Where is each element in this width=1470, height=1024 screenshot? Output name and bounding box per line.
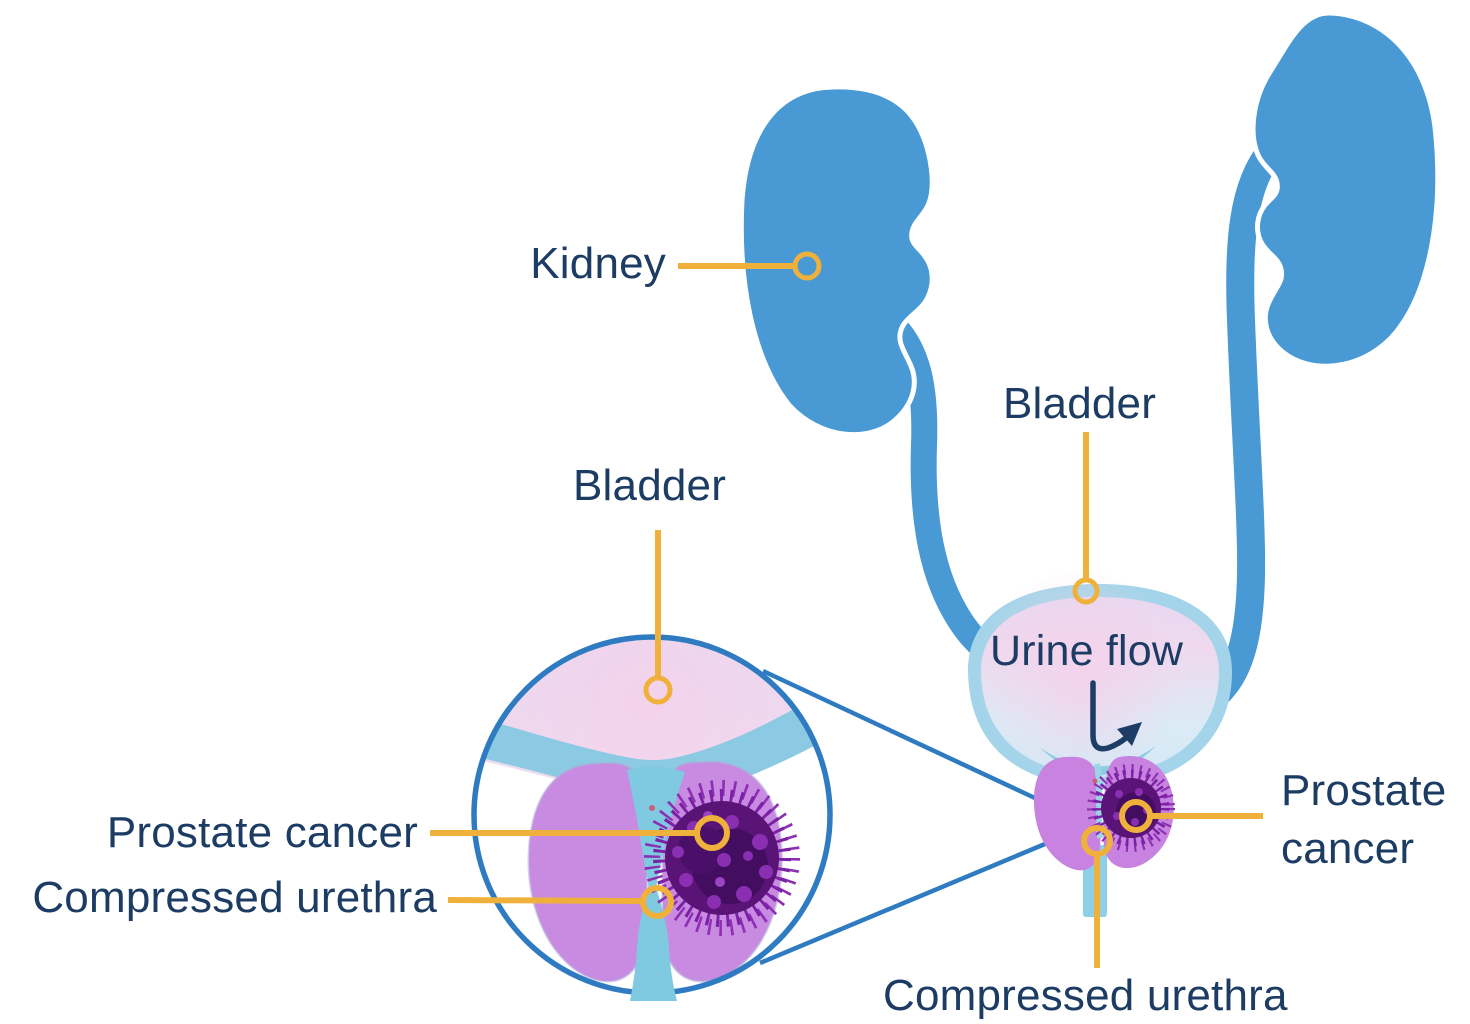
magnifier-tangent-line-top [762, 668, 1038, 802]
prostate-cancer-main-label-line1: Prostate [1281, 766, 1447, 815]
prostate-cancer-main-marker [1119, 799, 1153, 833]
prostate-cancer-main-label-line2: cancer [1281, 824, 1415, 874]
inset-tumor-vesicles [672, 811, 773, 909]
prostate-cancer-main-label: Prostate cancer [1281, 762, 1446, 878]
leader-lines [430, 251, 1263, 968]
urine-flow-arrowhead [1117, 722, 1142, 746]
kidney-marker [792, 251, 822, 281]
compressed-urethra-inset-leader-line [447, 897, 644, 904]
urethra-pressure-dot [1092, 778, 1098, 784]
tumor-spikes-inner [1092, 769, 1170, 847]
bladder-main-marker [1072, 577, 1100, 605]
inset-compressed-urethra-channel [627, 766, 685, 1001]
inset-tumor-spikes-inner [653, 789, 791, 927]
left-kidney [738, 84, 935, 438]
compressed-urethra-inset-marker [640, 885, 674, 919]
prostate-cancer-inset-marker [694, 815, 730, 851]
compressed-urethra-main-marker [1081, 825, 1113, 857]
inset-urethra-pressure-dot [649, 805, 655, 811]
inset-tumor-spikes-outer [644, 780, 800, 936]
urine-flow-arrow [1090, 680, 1142, 752]
tumor-spikes-outer [1087, 764, 1175, 852]
inset-tumor-dark-patch [678, 826, 726, 874]
compressed-urethra-inset-label: Compressed urethra [32, 873, 437, 922]
prostate-cancer-inset-label: Prostate cancer [106, 808, 418, 857]
magnifier-tangent-line-bottom [759, 836, 1058, 966]
right-kidney [1250, 10, 1441, 369]
bladder-inset-marker [643, 675, 673, 705]
bladder-inset-label: Bladder [573, 461, 727, 510]
bladder-main-label: Bladder [1003, 379, 1157, 428]
kidney-label: Kidney [530, 239, 666, 288]
left-ureter [859, 297, 1025, 677]
urine-flow-label: Urine flow [990, 627, 1184, 675]
compressed-urethra-main-label: Compressed urethra [883, 971, 1288, 1020]
